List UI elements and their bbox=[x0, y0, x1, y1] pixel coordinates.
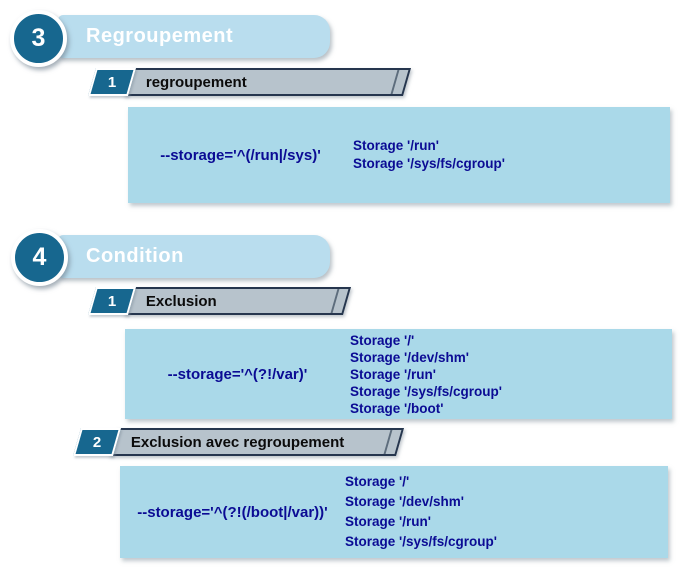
section-4-banner: Condition bbox=[58, 235, 330, 278]
output-line: Storage '/boot' bbox=[350, 400, 444, 416]
output-line: Storage '/sys/fs/cgroup' bbox=[345, 534, 497, 549]
section-3-banner: Regroupement bbox=[58, 15, 330, 58]
command-column: --storage='^(?!(/boot|/var))' bbox=[120, 466, 345, 558]
step-regroupement-number-badge: 1 bbox=[87, 68, 137, 96]
step-regroupement-number: 1 bbox=[107, 73, 117, 91]
step-exclusion-regroupement-number: 2 bbox=[92, 433, 102, 451]
step-exclusion-number-badge: 1 bbox=[87, 287, 137, 315]
result-box-exclusion-regroupement: --storage='^(?!(/boot|/var))' Storage '/… bbox=[120, 466, 668, 558]
output-line: Storage '/run' bbox=[353, 138, 439, 153]
section-4-number-circle: 4 bbox=[11, 229, 68, 286]
output-line: Storage '/dev/shm' bbox=[345, 494, 464, 509]
result-box-regroupement: --storage='^(/run|/sys)' Storage '/run' … bbox=[128, 107, 670, 203]
step-exclusion-banner: Exclusion bbox=[122, 287, 352, 315]
banner-slash-decoration bbox=[330, 289, 340, 313]
step-regroupement-label: regroupement bbox=[146, 73, 247, 91]
output-line: Storage '/sys/fs/cgroup' bbox=[350, 383, 502, 399]
section-3-number: 3 bbox=[31, 24, 46, 52]
output-column: Storage '/' Storage '/dev/shm' Storage '… bbox=[350, 329, 672, 419]
banner-slash-decoration bbox=[383, 430, 393, 454]
output-column: Storage '/run' Storage '/sys/fs/cgroup' bbox=[353, 107, 670, 203]
output-line: Storage '/dev/shm' bbox=[350, 349, 469, 365]
step-exclusion-label: Exclusion bbox=[146, 292, 217, 310]
output-line: Storage '/' bbox=[345, 474, 410, 489]
output-line: Storage '/sys/fs/cgroup' bbox=[353, 156, 505, 171]
command-column: --storage='^(/run|/sys)' bbox=[128, 107, 353, 203]
command-text: --storage='^(?!(/boot|/var))' bbox=[137, 503, 328, 521]
section-4-title: Condition bbox=[86, 245, 184, 267]
step-regroupement-banner: regroupement bbox=[122, 68, 412, 96]
section-3-number-circle: 3 bbox=[10, 10, 67, 67]
section-3-title: Regroupement bbox=[86, 25, 234, 47]
banner-slash-decoration bbox=[390, 70, 400, 94]
output-line: Storage '/run' bbox=[350, 366, 436, 382]
output-column: Storage '/' Storage '/dev/shm' Storage '… bbox=[345, 466, 668, 558]
command-column: --storage='^(?!/var)' bbox=[125, 329, 350, 419]
output-line: Storage '/run' bbox=[345, 514, 431, 529]
command-text: --storage='^(/run|/sys)' bbox=[160, 146, 321, 164]
command-text: --storage='^(?!/var)' bbox=[167, 365, 308, 383]
step-exclusion-regroupement-banner: Exclusion avec regroupement bbox=[107, 428, 405, 456]
step-exclusion-regroupement-number-badge: 2 bbox=[72, 428, 122, 456]
step-exclusion-regroupement-label: Exclusion avec regroupement bbox=[131, 433, 345, 451]
result-box-exclusion: --storage='^(?!/var)' Storage '/' Storag… bbox=[125, 329, 672, 419]
output-line: Storage '/' bbox=[350, 332, 415, 348]
step-exclusion-number: 1 bbox=[107, 292, 117, 310]
section-4-number: 4 bbox=[32, 243, 47, 271]
